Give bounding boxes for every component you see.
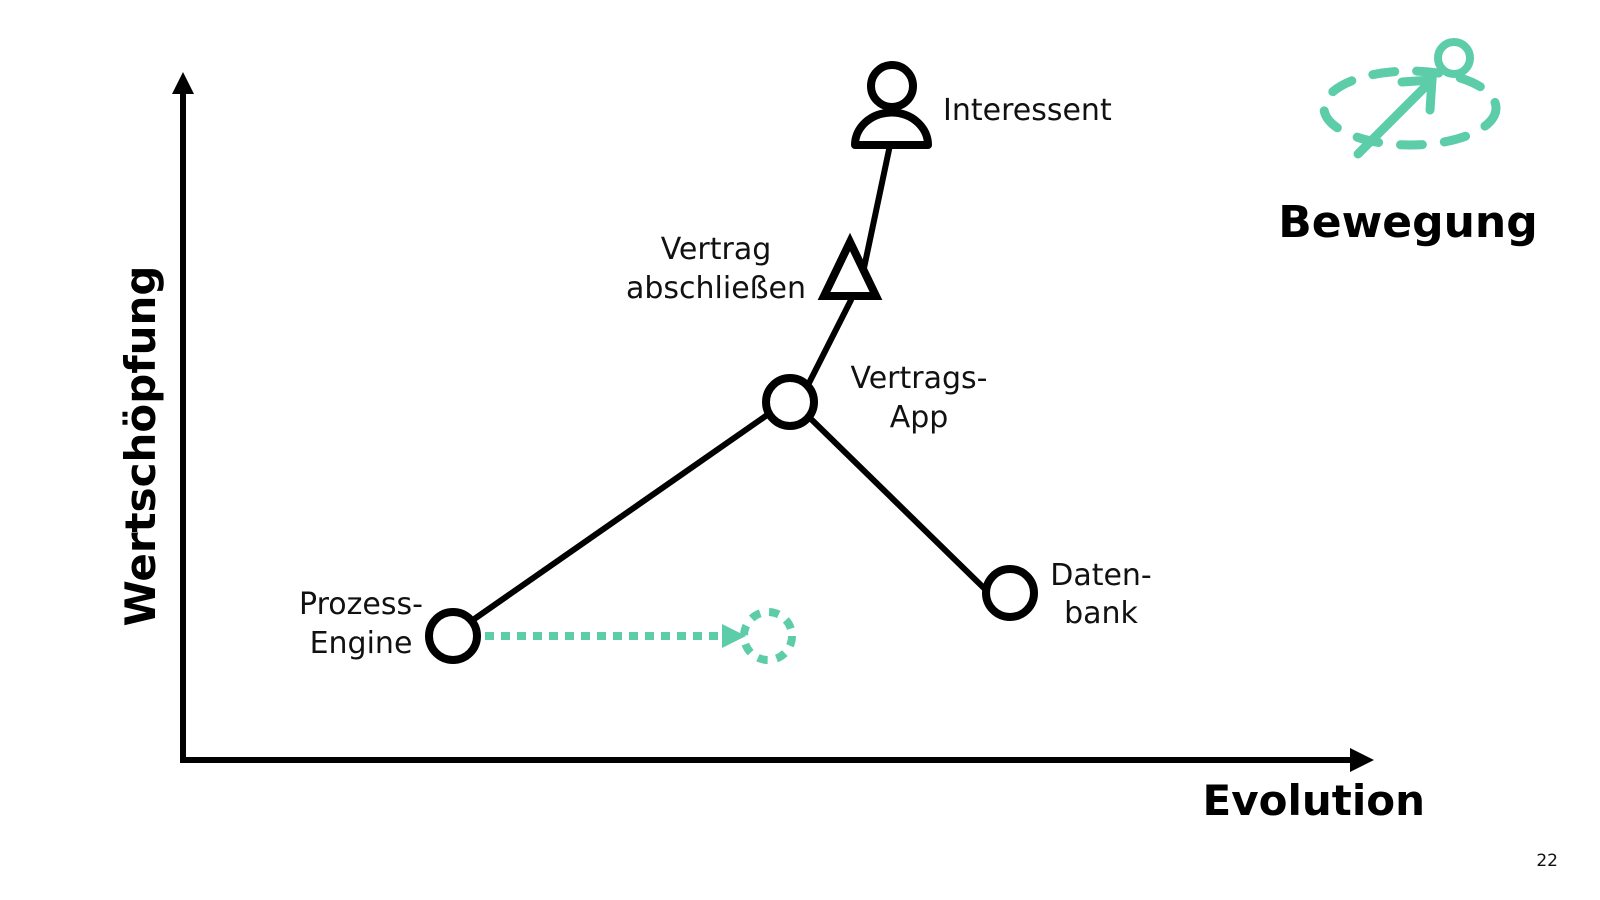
movement-target-circle	[740, 608, 796, 664]
page-number: 22	[1536, 851, 1558, 871]
link-vertragsapp-prozessengine	[467, 410, 773, 625]
movement-icon	[1319, 38, 1501, 159]
label-vertragsapp-line1: Vertrags-	[851, 361, 988, 396]
node-vertrag-abschliessen: Vertrag abschließen	[626, 232, 883, 306]
movement-arrow	[485, 608, 796, 664]
label-vertrag-line1: Vertrag	[661, 232, 772, 267]
x-axis-arrowhead	[1350, 748, 1374, 772]
node-vertrags-app: Vertrags- App	[762, 361, 988, 435]
label-datenbank-line1: Daten-	[1050, 558, 1152, 593]
label-prozess-line2: Engine	[310, 626, 413, 661]
node-interessent: Interessent	[851, 61, 1112, 149]
movement-arrowhead	[722, 624, 746, 648]
node-prozess-engine: Prozess- Engine	[299, 587, 481, 664]
node-datenbank: Daten- bank	[982, 558, 1152, 631]
x-axis-label: Evolution	[1203, 776, 1425, 825]
label-datenbank-line2: bank	[1064, 596, 1138, 631]
link-interessent-vertrag	[861, 142, 893, 271]
circle-icon	[982, 565, 1038, 621]
user-icon	[851, 61, 932, 149]
axes	[172, 72, 1374, 772]
link-vertrag-vertragsapp	[805, 297, 854, 388]
label-vertrag-line2: abschließen	[626, 271, 806, 306]
circle-icon	[762, 374, 818, 430]
legend-movement: Bewegung	[1278, 38, 1538, 248]
y-axis-arrowhead	[172, 72, 194, 94]
label-prozess-line1: Prozess-	[299, 587, 423, 622]
y-axis-label: Wertschöpfung	[116, 266, 165, 627]
label-vertragsapp-line2: App	[890, 400, 949, 435]
label-interessent: Interessent	[943, 93, 1112, 128]
circle-icon	[425, 608, 481, 664]
link-vertragsapp-datenbank	[808, 416, 993, 597]
legend-title: Bewegung	[1278, 197, 1538, 248]
triangle-icon	[817, 232, 883, 300]
dependency-links	[467, 142, 993, 625]
